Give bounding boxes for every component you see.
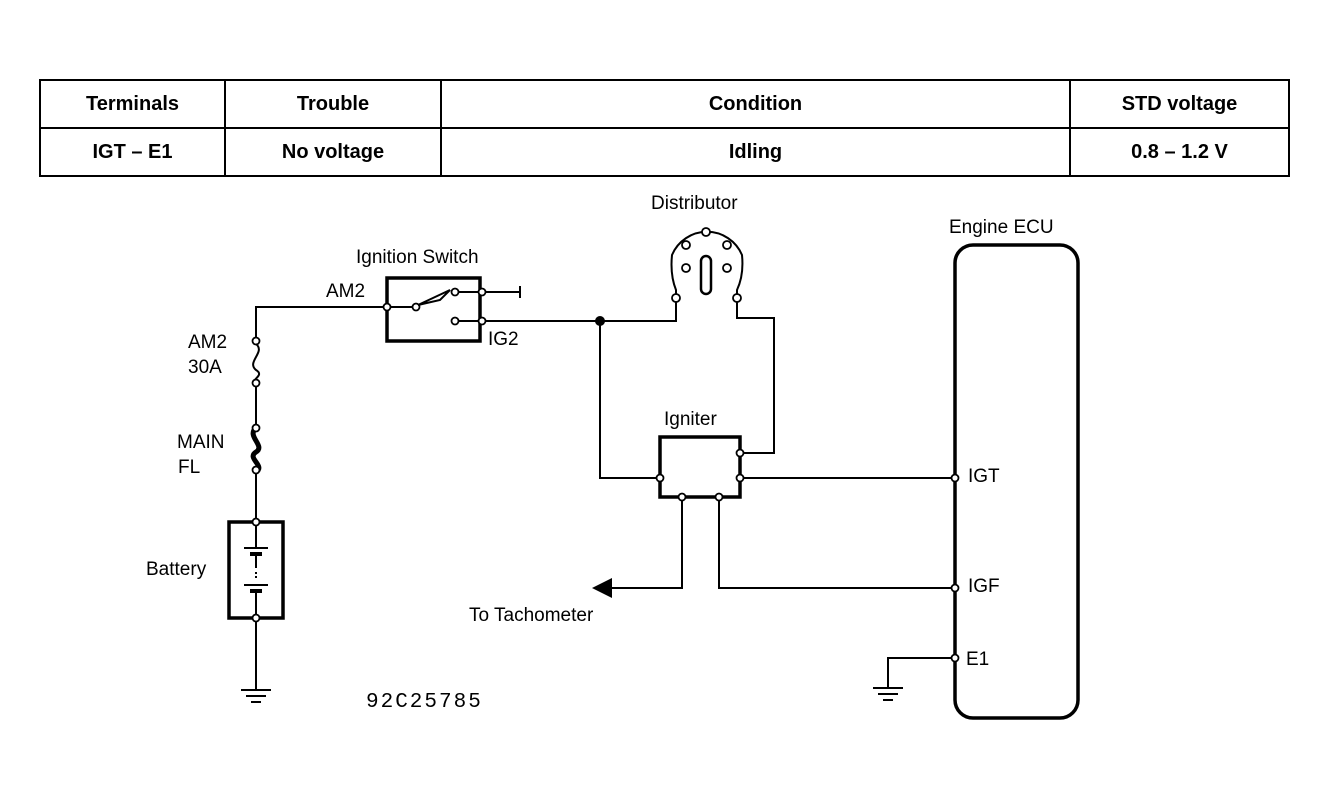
- igniter-symbol: [655, 435, 745, 502]
- header-terminals: Terminals: [39, 79, 226, 129]
- figure-code: 92C25785: [366, 691, 483, 714]
- cell-std-voltage: 0.8 – 1.2 V: [1069, 127, 1290, 177]
- engine-ecu-symbol: [950, 243, 1080, 720]
- cell-condition: Idling: [440, 127, 1071, 177]
- cell-trouble: No voltage: [224, 127, 442, 177]
- battery-symbol: [227, 517, 285, 623]
- fusible-link-main: [250, 423, 262, 475]
- header-trouble: Trouble: [224, 79, 442, 129]
- wires: [255, 286, 955, 690]
- table-row: IGT – E1 No voltage Idling 0.8 – 1.2 V: [39, 127, 1290, 177]
- distributor-symbol: [670, 227, 744, 305]
- spec-table: Terminals Trouble Condition STD voltage …: [39, 79, 1290, 177]
- ig2-terminal-label: IG2: [488, 329, 519, 350]
- to-tachometer-label: To Tachometer: [469, 605, 594, 626]
- ground-icon: [873, 687, 903, 701]
- fuse-rating-label: 30A: [188, 357, 222, 378]
- arrow-left-icon: [592, 578, 612, 598]
- ground-icon: [241, 689, 271, 703]
- igf-terminal-label: IGF: [968, 576, 1000, 597]
- engine-ecu-label: Engine ECU: [949, 217, 1054, 238]
- ignition-switch-symbol: [382, 276, 487, 343]
- cell-terminals: IGT – E1: [39, 127, 226, 177]
- e1-terminal-label: E1: [966, 649, 989, 670]
- igt-terminal-label: IGT: [968, 466, 1000, 487]
- igniter-label: Igniter: [664, 409, 717, 430]
- ignition-switch-label: Ignition Switch: [356, 247, 479, 268]
- distributor-label: Distributor: [651, 193, 738, 214]
- fusible-link-label-main: MAIN: [177, 432, 225, 453]
- am2-terminal-label: AM2: [326, 281, 365, 302]
- fuse-am2: [251, 336, 261, 388]
- fusible-link-label-fl: FL: [178, 457, 200, 478]
- header-condition: Condition: [440, 79, 1071, 129]
- table-header-row: Terminals Trouble Condition STD voltage: [39, 79, 1290, 129]
- junction-dot: [595, 316, 605, 326]
- fuse-name-label: AM2: [188, 332, 227, 353]
- header-std-voltage: STD voltage: [1069, 79, 1290, 129]
- battery-label: Battery: [146, 559, 207, 580]
